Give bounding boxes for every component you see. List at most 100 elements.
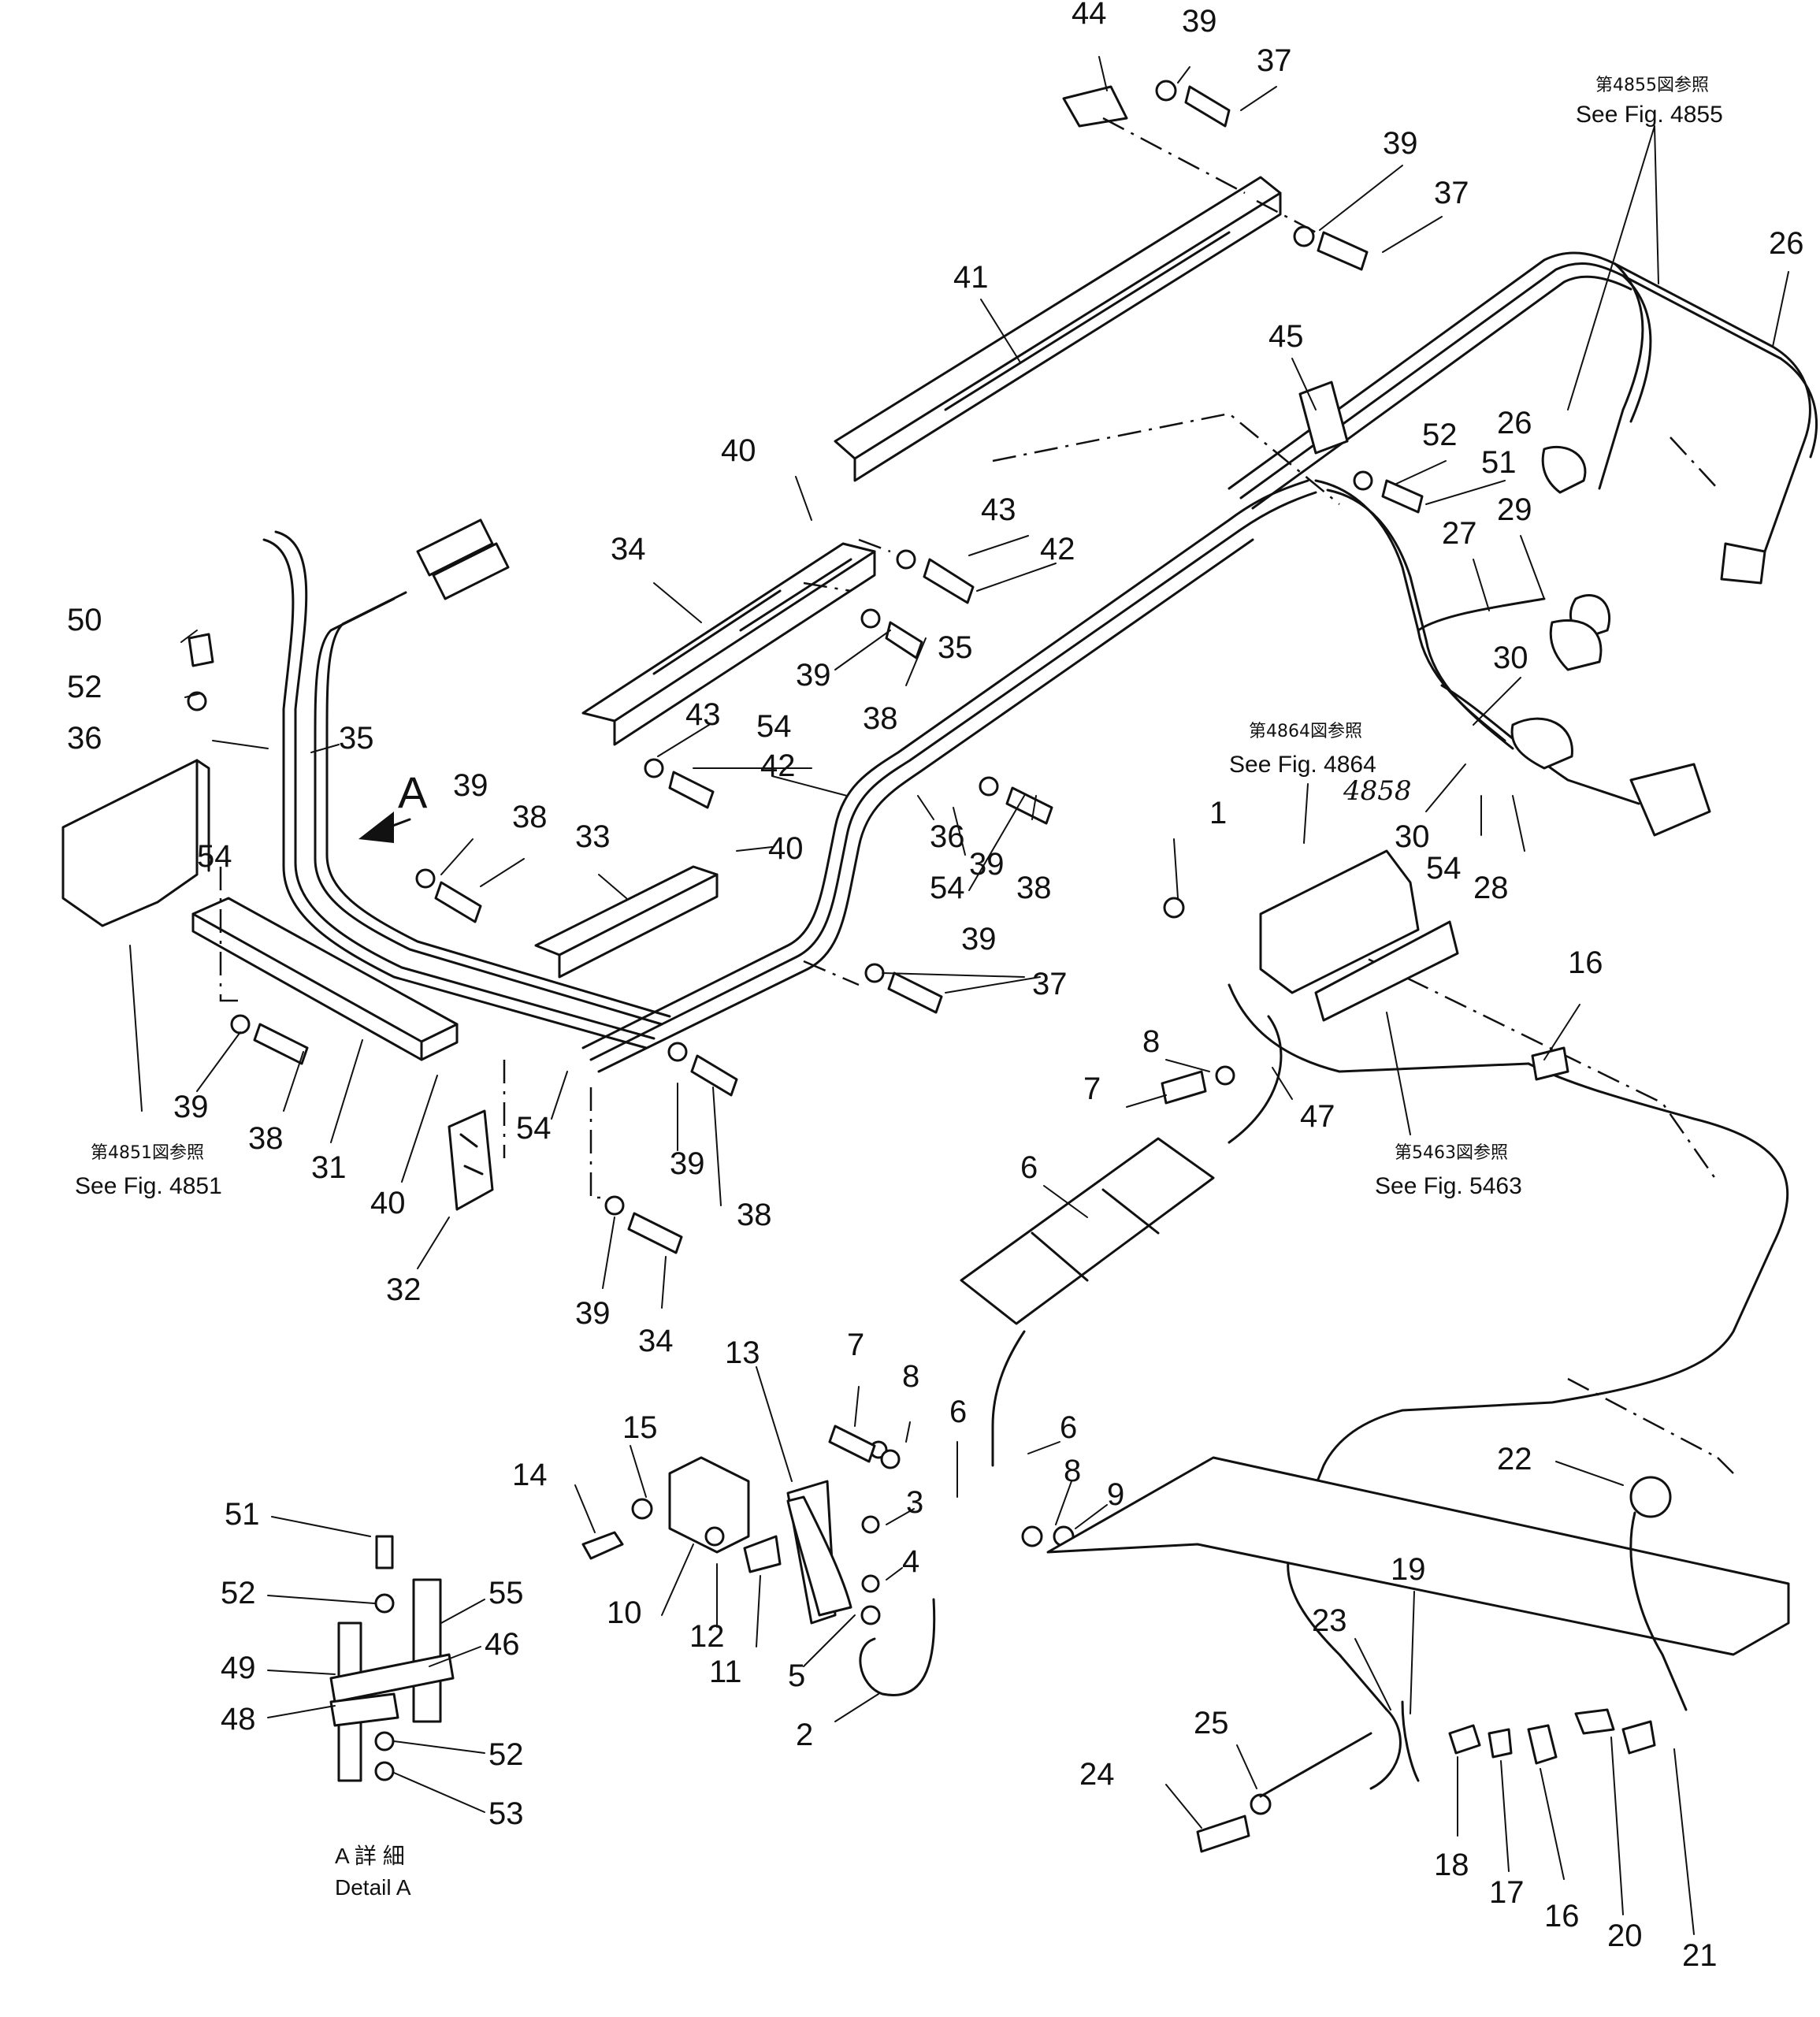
- ref-4851-jp: 第4851図参照: [91, 1143, 204, 1163]
- callout-16: 16: [1544, 1899, 1580, 1933]
- box-4864: [1163, 849, 1459, 1022]
- callout-15: 15: [622, 1410, 658, 1445]
- callout-53: 53: [488, 1796, 524, 1831]
- callout-47: 47: [1300, 1099, 1335, 1134]
- callout-33: 33: [575, 819, 611, 854]
- callout-12: 12: [689, 1619, 725, 1654]
- callout-22: 22: [1497, 1442, 1532, 1477]
- callout-39: 39: [1383, 126, 1418, 161]
- ref-5463-en: See Fig. 5463: [1375, 1173, 1522, 1199]
- callout-26: 26: [1769, 226, 1804, 261]
- callout-10: 10: [607, 1595, 642, 1630]
- callout-38: 38: [512, 800, 548, 834]
- detail-a-drawing: [329, 1535, 455, 1782]
- callout-39: 39: [961, 922, 997, 956]
- callout-31: 31: [311, 1150, 347, 1185]
- sensor-group: [1046, 1456, 1790, 1853]
- callout-37: 37: [1434, 176, 1469, 210]
- callout-6: 6: [1020, 1150, 1038, 1185]
- callout-35: 35: [339, 721, 374, 756]
- callout-39: 39: [173, 1090, 209, 1124]
- callout-7: 7: [847, 1328, 864, 1362]
- callout-28: 28: [1473, 871, 1509, 905]
- callout-43: 43: [685, 697, 721, 732]
- callout-38: 38: [248, 1121, 284, 1156]
- callout-30: 30: [1493, 641, 1528, 675]
- harness-6: [960, 1015, 1283, 1467]
- callout-8: 8: [1142, 1024, 1160, 1059]
- detail-a-jp: A 詳 細: [335, 1844, 405, 1868]
- callout-39: 39: [453, 768, 488, 803]
- callout-46: 46: [485, 1627, 520, 1662]
- callout-21: 21: [1682, 1938, 1718, 1973]
- callout-54: 54: [756, 709, 792, 744]
- callout-42: 42: [760, 748, 796, 783]
- lower-cable: [1228, 983, 1789, 1790]
- callout-38: 38: [1016, 871, 1052, 905]
- view-a-label: A: [398, 767, 428, 817]
- callout-38: 38: [737, 1198, 772, 1232]
- callout-8: 8: [902, 1359, 919, 1394]
- callout-44: 44: [1072, 0, 1107, 31]
- reference-arrows: [129, 125, 1659, 1135]
- fasteners: [187, 80, 1424, 1469]
- callout-32: 32: [386, 1272, 422, 1307]
- callout-55: 55: [488, 1576, 524, 1610]
- callout-4: 4: [902, 1544, 919, 1579]
- callout-24: 24: [1079, 1757, 1115, 1792]
- callout-16: 16: [1568, 945, 1603, 980]
- callout-39: 39: [670, 1146, 705, 1181]
- callout-43: 43: [981, 492, 1016, 527]
- callout-52: 52: [221, 1576, 256, 1610]
- callout-37: 37: [1257, 43, 1292, 78]
- ref-4851-en: See Fig. 4851: [75, 1173, 222, 1199]
- callout-5: 5: [788, 1659, 805, 1693]
- callout-38: 38: [863, 701, 898, 736]
- callout-54: 54: [930, 871, 965, 905]
- ref-4864-en: See Fig. 4864: [1229, 752, 1376, 778]
- callout-3: 3: [906, 1485, 923, 1520]
- callout-50: 50: [67, 603, 102, 637]
- callout-39: 39: [575, 1296, 611, 1331]
- callout-45: 45: [1268, 319, 1304, 354]
- callout-6: 6: [949, 1395, 967, 1429]
- callout-52: 52: [1422, 418, 1458, 452]
- detail-a-caption: A 詳 細 Detail A: [335, 1844, 411, 1900]
- ref-4855-jp: 第4855図参照: [1595, 76, 1709, 95]
- callout-6: 6: [1060, 1410, 1077, 1445]
- callout-26: 26: [1497, 406, 1532, 440]
- callout-20: 20: [1607, 1919, 1643, 1953]
- callout-36: 36: [67, 721, 102, 756]
- horn-assembly: [581, 1440, 1075, 1696]
- callout-labels: 44 39 37 39 37 41 26 26 45 52 51 29 27 3…: [67, 0, 1804, 1973]
- figure-references: 第4855図参照 See Fig. 4855 第4864図参照 See Fig.…: [75, 76, 1723, 1199]
- callout-35: 35: [938, 630, 973, 665]
- callout-37: 37: [1032, 967, 1068, 1001]
- callout-52: 52: [488, 1737, 524, 1772]
- callout-39: 39: [969, 847, 1005, 882]
- callout-18: 18: [1434, 1848, 1469, 1882]
- callout-19: 19: [1391, 1552, 1426, 1587]
- callout-30: 30: [1395, 819, 1430, 854]
- callout-leaders: [180, 56, 1789, 1935]
- callout-51: 51: [225, 1497, 260, 1532]
- callout-25: 25: [1194, 1706, 1229, 1740]
- callout-40: 40: [768, 831, 804, 866]
- callout-1: 1: [1209, 796, 1227, 830]
- callout-54: 54: [516, 1111, 552, 1146]
- callout-29: 29: [1497, 492, 1532, 527]
- callout-52: 52: [67, 670, 102, 704]
- callout-49: 49: [221, 1651, 256, 1685]
- callout-42: 42: [1040, 532, 1075, 566]
- callout-39: 39: [1182, 4, 1217, 39]
- callout-40: 40: [721, 433, 756, 468]
- callout-51: 51: [1481, 445, 1517, 480]
- callout-48: 48: [221, 1702, 256, 1737]
- ref-4855-en: See Fig. 4855: [1576, 102, 1723, 128]
- view-a-arrow: [358, 812, 411, 843]
- callout-27: 27: [1442, 516, 1477, 551]
- callout-23: 23: [1312, 1603, 1347, 1638]
- callout-14: 14: [512, 1458, 548, 1492]
- callout-41: 41: [953, 260, 989, 295]
